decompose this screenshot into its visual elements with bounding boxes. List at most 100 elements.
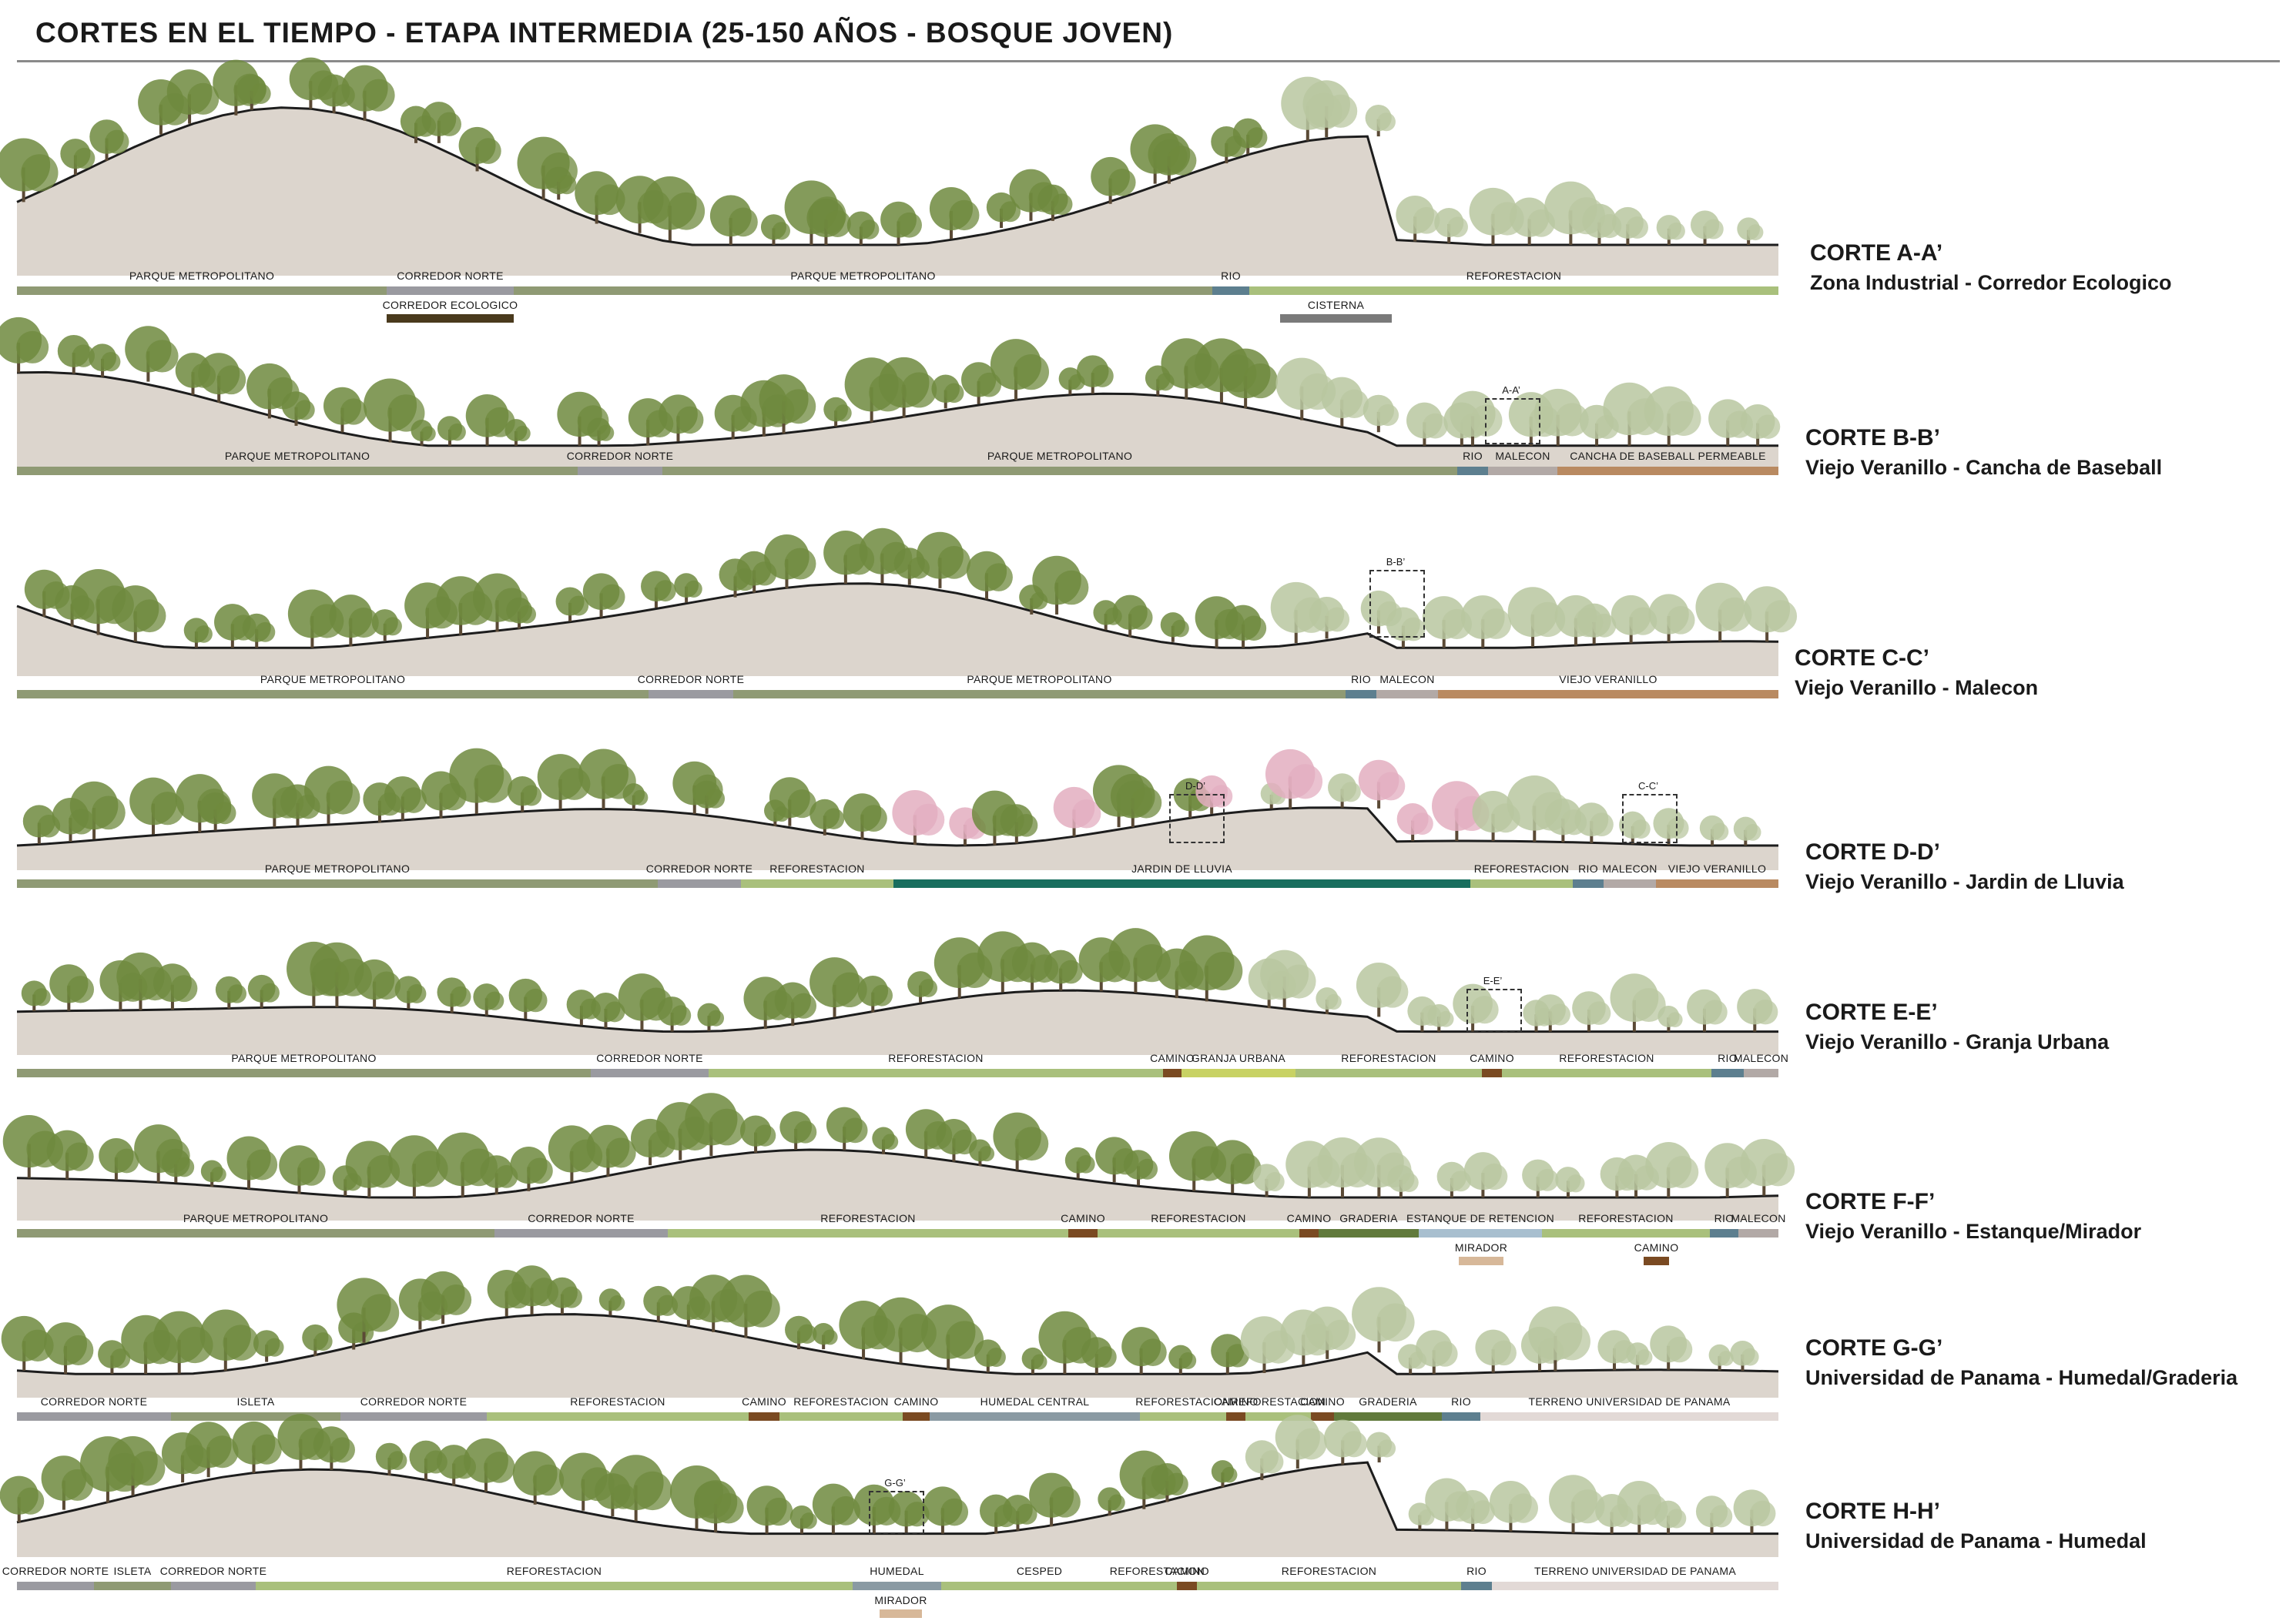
sub-bar: [387, 314, 514, 323]
zone-label: PARQUE METROPOLITANO: [790, 270, 936, 282]
zone-bar: [709, 1069, 1163, 1077]
zone-label: ISLETA: [113, 1565, 152, 1577]
tree: [933, 937, 993, 999]
zone-label: GRADERIA: [1359, 1395, 1417, 1408]
zone-label: RIO: [1714, 1212, 1735, 1224]
terrain-line: [16, 1148, 1779, 1199]
sub-bar-label: MIRADOR: [874, 1594, 927, 1606]
zone-label: VIEJO VERANILLO: [1668, 862, 1767, 875]
tree: [200, 1160, 226, 1187]
tree: [789, 1505, 817, 1534]
tree: [323, 387, 367, 433]
tree: [281, 391, 315, 426]
tree: [1363, 394, 1399, 433]
zone-label: CORREDOR NORTE: [645, 862, 753, 875]
sub-bar-label: CORREDOR ECOLOGICO: [382, 299, 518, 311]
tree: [1737, 989, 1778, 1032]
zone-label: RIO: [1463, 450, 1483, 462]
zone-label: REFORESTACION: [793, 1395, 889, 1408]
tree: [1475, 1329, 1517, 1373]
zone-label: MALECON: [1731, 1212, 1786, 1224]
tree: [313, 1426, 355, 1470]
tree: [764, 534, 816, 589]
tree: [785, 1315, 817, 1350]
tree: [421, 1271, 472, 1325]
tree: [199, 1309, 259, 1371]
tree: [1490, 1480, 1539, 1532]
tree: [923, 1486, 969, 1534]
tree: [1032, 555, 1089, 615]
tree: [916, 531, 971, 588]
zone-bar: [1311, 1412, 1334, 1421]
tree: [1533, 388, 1589, 446]
tree: [872, 1127, 899, 1154]
zone-label: RIO: [1351, 673, 1371, 685]
tree: [506, 597, 537, 629]
tree: [236, 74, 271, 110]
tree: [692, 780, 726, 814]
section-subtitle: Zona Industrial - Corredor Ecologico: [1810, 271, 2172, 294]
tree: [198, 353, 246, 403]
zone-label: MALECON: [1602, 862, 1657, 875]
zone-bar: [171, 1412, 340, 1421]
terrain-line: [16, 1313, 1779, 1375]
sub-bar-label: CISTERNA: [1307, 299, 1365, 311]
tree: [826, 1107, 868, 1150]
section-subtitle: Viejo Veranillo - Malecon: [1795, 676, 2039, 699]
tree: [375, 1442, 407, 1476]
zone-bar: [930, 1412, 1140, 1421]
tree: [1323, 1419, 1367, 1465]
zone-bar: [1557, 467, 1778, 475]
tree: [1656, 215, 1685, 245]
tree: [657, 996, 692, 1032]
tree: [643, 176, 706, 241]
zone-label: TERRENO UNIVERSIDAD DE PANAMA: [1528, 1395, 1731, 1408]
section-callout-box: [1369, 569, 1425, 638]
zone-label: ISLETA: [236, 1395, 275, 1408]
zone-bar: [17, 1582, 94, 1590]
section-callout-box: [1466, 988, 1522, 1032]
tree: [769, 777, 816, 826]
section-b-drawing: [0, 316, 1781, 470]
zone-bar: [893, 879, 1470, 888]
tree: [1121, 1327, 1167, 1375]
zone-label: CORREDOR NORTE: [596, 1052, 703, 1064]
tree: [1356, 962, 1409, 1017]
sub-bar-label: MIRADOR: [1454, 1241, 1508, 1254]
tree: [587, 417, 615, 446]
tree: [504, 419, 531, 446]
tree: [384, 776, 427, 821]
tree: [1148, 132, 1197, 184]
zone-bar: [17, 467, 578, 475]
section-h-drawing: [0, 1413, 1778, 1557]
zone-bar: [1542, 1229, 1710, 1238]
zone-label: PARQUE METROPOLITANO: [260, 673, 406, 685]
tree: [1408, 1502, 1435, 1530]
zone-bar: [1197, 1582, 1461, 1590]
zone-label: CORREDOR NORTE: [2, 1565, 109, 1577]
tree: [1396, 196, 1440, 242]
tree: [892, 790, 945, 845]
tree: [546, 1277, 582, 1315]
tree: [746, 1485, 793, 1534]
tree: [1434, 208, 1468, 243]
tree: [253, 1330, 284, 1362]
tree: [1232, 118, 1268, 155]
zone-bar: [1482, 1069, 1502, 1077]
zone-label: PARQUE METROPOLITANO: [967, 673, 1112, 685]
tree: [809, 799, 845, 836]
tree: [1416, 1330, 1458, 1375]
tree: [659, 394, 704, 442]
zone-label: TERRENO UNIVERSIDAD DE PANAMA: [1533, 1565, 1737, 1577]
zone-bar: [578, 467, 662, 475]
terrain-line: [16, 582, 1779, 649]
zone-label: CORREDOR NORTE: [360, 1395, 468, 1408]
section-title: CORTE D-D’: [1805, 839, 1940, 865]
tree: [1619, 811, 1651, 845]
tree: [232, 1421, 282, 1473]
section-title: CORTE A-A’: [1810, 240, 1943, 266]
tree: [465, 394, 515, 446]
sub-bar-label: CAMINO: [1634, 1241, 1679, 1254]
tree: [473, 983, 504, 1016]
tree: [1245, 1440, 1284, 1481]
